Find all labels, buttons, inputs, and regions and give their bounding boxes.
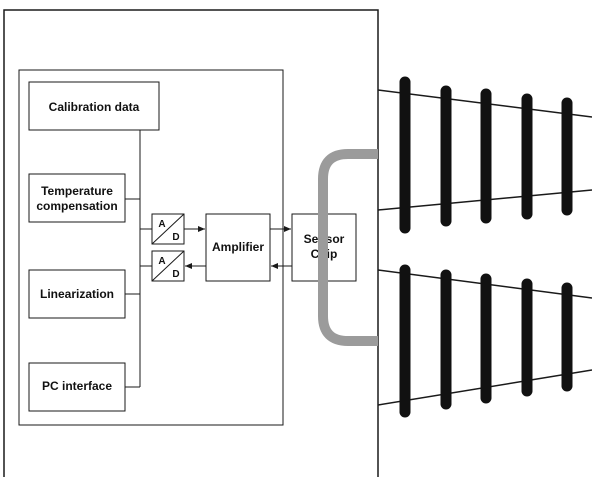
temperature-label-line2: compensation [36,199,117,213]
temperature-label-line1: Temperature [41,184,113,198]
calibration-data-block: Calibration data [28,81,160,131]
signal-arrows [184,226,292,269]
ad-lower-d: D [172,269,179,280]
ad-converter-lower: A D [151,250,185,282]
ad-upper-a: A [158,219,165,230]
pc-interface-block: PC interface [28,362,126,412]
amplifier-block: Amplifier [205,213,271,282]
housing-frame [3,9,379,477]
ad-lower-a: A [158,256,165,267]
amplifier-label: Amplifier [212,240,264,254]
lower-coil [377,264,592,418]
pc-interface-label: PC interface [42,379,112,393]
upper-coil [377,76,592,234]
ad-upper-d: D [172,232,179,243]
sensor-cable [318,149,378,346]
electronics-board [18,69,284,426]
calibration-data-label: Calibration data [49,100,140,114]
linearization-label: Linearization [40,287,114,301]
ad-converter-upper: A D [151,213,185,245]
temperature-compensation-block: Temperature compensation [28,173,126,223]
linearization-block: Linearization [28,269,126,319]
internal-bus [125,130,152,388]
